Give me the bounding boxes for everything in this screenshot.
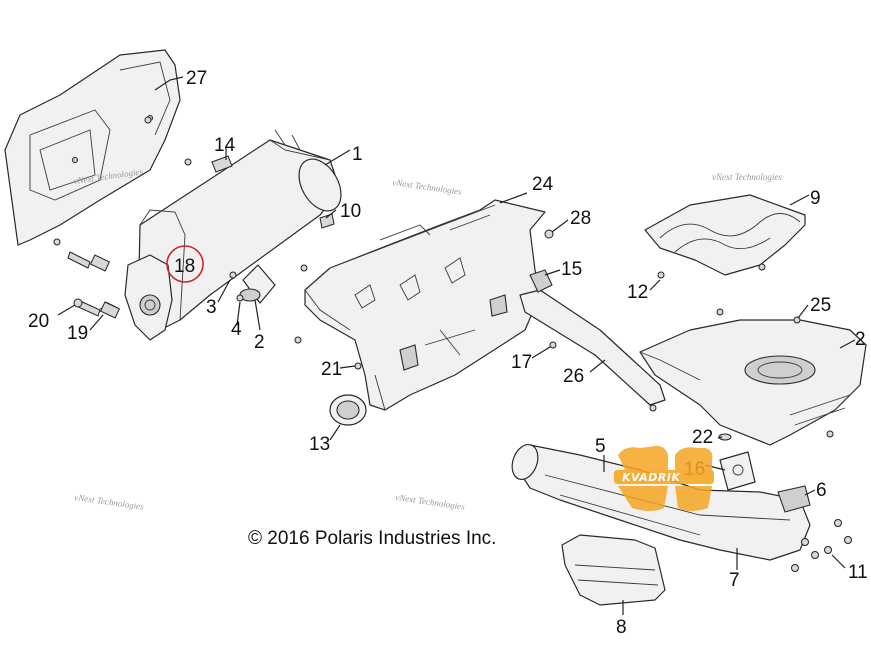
nut-10	[319, 213, 335, 229]
callout-28: 28	[570, 208, 591, 229]
copyright-text: © 2016 Polaris Industries Inc.	[248, 528, 496, 549]
callout-13: 13	[309, 434, 330, 455]
leader-lines	[57, 76, 856, 615]
part-13-clamp	[329, 394, 367, 426]
bolt-3-4	[229, 271, 244, 302]
part-8-sleeve	[561, 534, 666, 606]
highlight-circle	[166, 245, 204, 283]
callout-21: 21	[321, 359, 342, 380]
part-11-bolts	[791, 519, 852, 572]
watermark-3: vNext Technologies	[712, 172, 782, 182]
callout-9: 9	[810, 188, 821, 209]
callout-26: 26	[563, 366, 584, 387]
watermark-2: vNext Technologies	[392, 177, 463, 197]
logo-text: KVADRIK	[622, 471, 681, 484]
watermark-5: vNext Technologies	[395, 492, 466, 512]
callout-11: 11	[848, 562, 868, 583]
callout-3: 3	[206, 297, 217, 318]
callout-24: 24	[532, 174, 554, 195]
callout-19: 19	[67, 323, 88, 344]
callout-18: 18	[174, 256, 195, 277]
callout-6: 6	[816, 480, 827, 501]
callout-27: 27	[186, 68, 207, 89]
callout-2-left: 2	[254, 332, 265, 353]
part-9-heat-shield	[644, 194, 806, 276]
callout-1: 1	[352, 144, 363, 165]
callout-25: 25	[810, 295, 831, 316]
part-2-outlet-tip	[239, 264, 276, 304]
spring-19	[99, 301, 121, 319]
callout-10: 10	[340, 201, 361, 222]
callout-12: 12	[627, 282, 648, 303]
watermark-4: vNext Technologies	[74, 492, 145, 512]
callout-20: 20	[28, 311, 49, 332]
part-1-muffler	[124, 129, 342, 341]
part-16-gasket	[719, 451, 756, 491]
callout-15: 15	[561, 259, 582, 280]
callout-5: 5	[595, 436, 606, 457]
part-26-bracket	[519, 289, 666, 406]
kvadrik-logo: KVADRIK	[614, 445, 714, 511]
part-2-shield-right	[639, 319, 867, 446]
callout-7: 7	[729, 570, 740, 591]
part-6-flange	[777, 485, 811, 513]
callout-4: 4	[231, 319, 242, 340]
callout-2-right: 2	[855, 329, 866, 350]
part-24-heat-shield	[304, 199, 546, 411]
callout-22: 22	[692, 427, 713, 448]
part-15-mount	[529, 269, 553, 293]
clip-14	[184, 155, 233, 173]
spring-upper	[67, 251, 111, 272]
callout-14: 14	[214, 135, 236, 156]
misc-small-bolts	[53, 116, 834, 441]
callout-17: 17	[511, 352, 532, 373]
callout-8: 8	[616, 617, 627, 638]
bolt-20	[73, 298, 101, 317]
